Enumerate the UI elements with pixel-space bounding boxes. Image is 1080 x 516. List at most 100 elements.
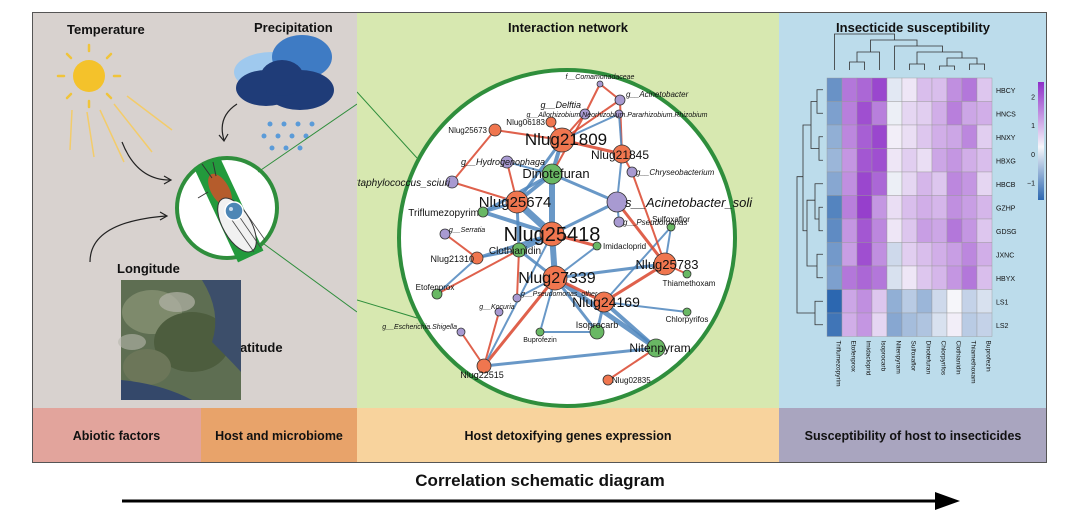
- positive-edge: [451, 129, 496, 183]
- heatmap-cell: [976, 101, 993, 126]
- insecticide-node-label: Etofenprox: [416, 283, 455, 292]
- heatmap-cell: [976, 171, 993, 196]
- zoom-lines: [257, 103, 357, 313]
- microbe-node: [606, 191, 628, 213]
- heatmap-row-label: LS1: [996, 299, 1009, 306]
- heatmap-row-label: HNXY: [996, 135, 1016, 142]
- heatmap-col-label: Isoprocarb: [880, 341, 887, 372]
- microbe-node-label: g__Serratia: [449, 227, 485, 234]
- heatmap-cell: [886, 218, 903, 243]
- heatmap-cell: [826, 289, 843, 314]
- microbe-node: [512, 293, 522, 303]
- heatmap-cell: [826, 124, 843, 149]
- heatmap-cell: [916, 265, 933, 290]
- precipitation-label: Precipitation: [254, 20, 333, 35]
- heatmap-cell: [976, 312, 993, 337]
- microbe-node: [626, 166, 638, 178]
- positive-edge: [444, 233, 478, 259]
- color-legend-tick: −1: [1027, 181, 1035, 188]
- insecticide-node: [682, 269, 692, 279]
- heatmap-cell: [946, 242, 963, 267]
- heatmap-cell: [976, 218, 993, 243]
- insecticide-node: [535, 327, 545, 337]
- microbe-node: [445, 175, 459, 189]
- microbe-node-label: s__Acinetobacter_soli: [625, 195, 753, 210]
- heatmap-cell: [961, 218, 978, 243]
- insecticide-node: [589, 324, 605, 340]
- heatmap-cell: [931, 77, 948, 102]
- heatmap-cell: [871, 124, 888, 149]
- zoom-line-top: [357, 91, 418, 159]
- heatmap-col-label: Chlorpyrifos: [940, 341, 947, 376]
- column-dendrogram: [834, 33, 985, 70]
- heatmap-cell: [931, 242, 948, 267]
- heatmap-cell: [871, 148, 888, 173]
- microbe-node: [613, 216, 625, 228]
- network-graph: f__Comamonadaceaeg__Acinetobacterg__Delf…: [357, 68, 753, 408]
- heatmap-cell: [886, 312, 903, 337]
- heatmap-col-label: Sulfoxaflor: [910, 341, 917, 373]
- color-legend-tick: 2: [1031, 94, 1035, 101]
- heatmap-row-label: GZHP: [996, 205, 1016, 212]
- heatmap-row-label: HBXG: [996, 158, 1016, 165]
- insecticide-node: [431, 288, 443, 300]
- heatmap-cell: [961, 242, 978, 267]
- direction-arrow: [122, 492, 960, 510]
- heatmap-cell: [976, 77, 993, 102]
- heatmap-cell: [931, 101, 948, 126]
- heatmap-col-label: Dinotefuran: [925, 341, 932, 375]
- heatmap-cell: [901, 148, 918, 173]
- heatmap-cell: [871, 101, 888, 126]
- heatmap-cell: [946, 77, 963, 102]
- heatmap-cell: [931, 195, 948, 220]
- positive-edge: [615, 201, 667, 265]
- insecticide-node-label: Imidacloprid: [603, 242, 646, 251]
- heatmap-cell: [946, 101, 963, 126]
- color-legend-tick: 0: [1031, 152, 1035, 159]
- heatmap-cell: [871, 195, 888, 220]
- heatmap-cell: [916, 289, 933, 314]
- heatmap-cell: [961, 77, 978, 102]
- positive-edge: [483, 311, 500, 367]
- microbe-node: [579, 108, 591, 120]
- gene-node: [612, 144, 632, 164]
- heatmap-cell: [856, 77, 873, 102]
- heatmap-cell: [826, 265, 843, 290]
- gene-node-label: Nlug21845: [591, 148, 649, 162]
- heatmap-cell: [931, 312, 948, 337]
- gene-node: [470, 251, 484, 265]
- heatmap-row-label: GDSG: [996, 229, 1017, 236]
- heatmap-cell: [871, 171, 888, 196]
- heatmap-cell: [871, 289, 888, 314]
- heatmap-cell: [841, 242, 858, 267]
- insecticide-node: [511, 242, 527, 258]
- heatmap-cell: [916, 101, 933, 126]
- detox-genes-band: Host detoxifying genes expression: [357, 408, 779, 463]
- microbe-node: [614, 94, 626, 106]
- microbe-node: [596, 80, 604, 88]
- insecticide-node: [646, 338, 666, 358]
- gene-node: [505, 190, 529, 214]
- heatmap-cell: [961, 265, 978, 290]
- gene-node: [602, 374, 614, 386]
- heatmap-col-label: Triflumezopyrim: [835, 341, 842, 387]
- china-satellite-map: [118, 280, 241, 400]
- heatmap-cell: [931, 148, 948, 173]
- heatmap-cell: [946, 124, 963, 149]
- abiotic-factors-band: Abiotic factors: [32, 408, 201, 463]
- heatmap-cell: [841, 265, 858, 290]
- heatmap-cell: [931, 124, 948, 149]
- color-legend-tick: 1: [1031, 123, 1035, 130]
- heatmap-cell: [826, 77, 843, 102]
- correlation-diagram-label: Correlation schematic diagram: [415, 471, 665, 490]
- positive-edge: [603, 262, 666, 304]
- insecticide-node-label: Buprofezin: [523, 337, 557, 344]
- heatmap-cell: [916, 77, 933, 102]
- heatmap-row-label: HBCB: [996, 182, 1016, 189]
- heatmap-cell: [856, 171, 873, 196]
- heatmap-cell: [916, 242, 933, 267]
- influence-arrows: [89, 103, 238, 263]
- heatmap-cell: [886, 148, 903, 173]
- microbe-node-label: g__Delftia: [540, 100, 581, 110]
